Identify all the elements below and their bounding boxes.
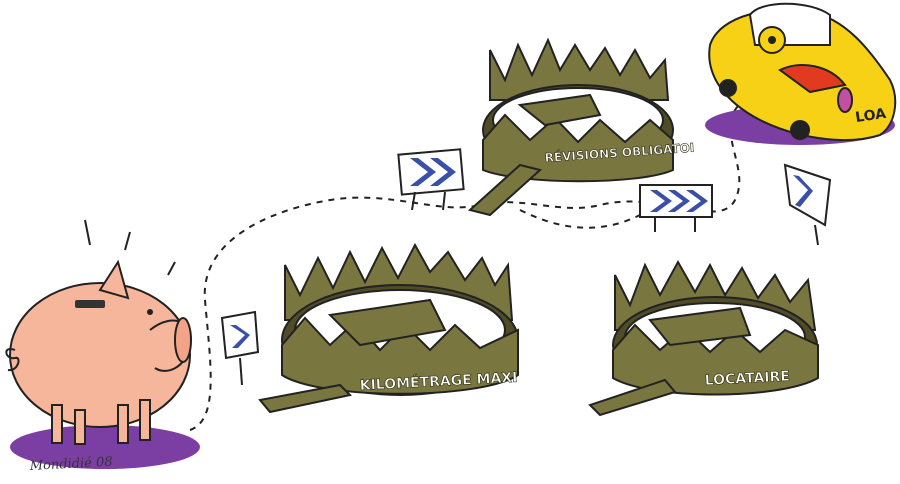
trap-spring (467, 163, 543, 217)
dashed-path-branch (519, 209, 641, 229)
coin-slot (75, 300, 105, 308)
pig-tail (5, 348, 20, 372)
trap-locataire: LOCATAIRE (588, 259, 819, 417)
arrow-sign-2 (639, 184, 713, 232)
car-plate-text: LOA (854, 106, 887, 126)
dashed-path (189, 84, 771, 431)
pig-eye (147, 309, 153, 315)
car-wheel (790, 120, 810, 140)
trap-label-locataire: LOCATAIRE (704, 369, 790, 389)
signature: Mondidié 08 (28, 455, 113, 474)
piggy-bank (5, 219, 200, 469)
arrow-sign-3 (783, 163, 832, 246)
yellow-car: LOA (705, 2, 897, 145)
trap-revisions: RÉVISIONS OBLIGATOI (467, 37, 695, 217)
trap-spring (258, 383, 353, 414)
car-headlight (837, 87, 853, 113)
trap-spring (588, 378, 677, 417)
arrow-sign-4 (220, 310, 260, 386)
car-seat (778, 64, 847, 94)
car-wheel (719, 79, 737, 97)
trap-kilometrage: KILOMÉTRAGE MAXI (258, 242, 519, 414)
arrow-sign-1 (397, 148, 465, 211)
